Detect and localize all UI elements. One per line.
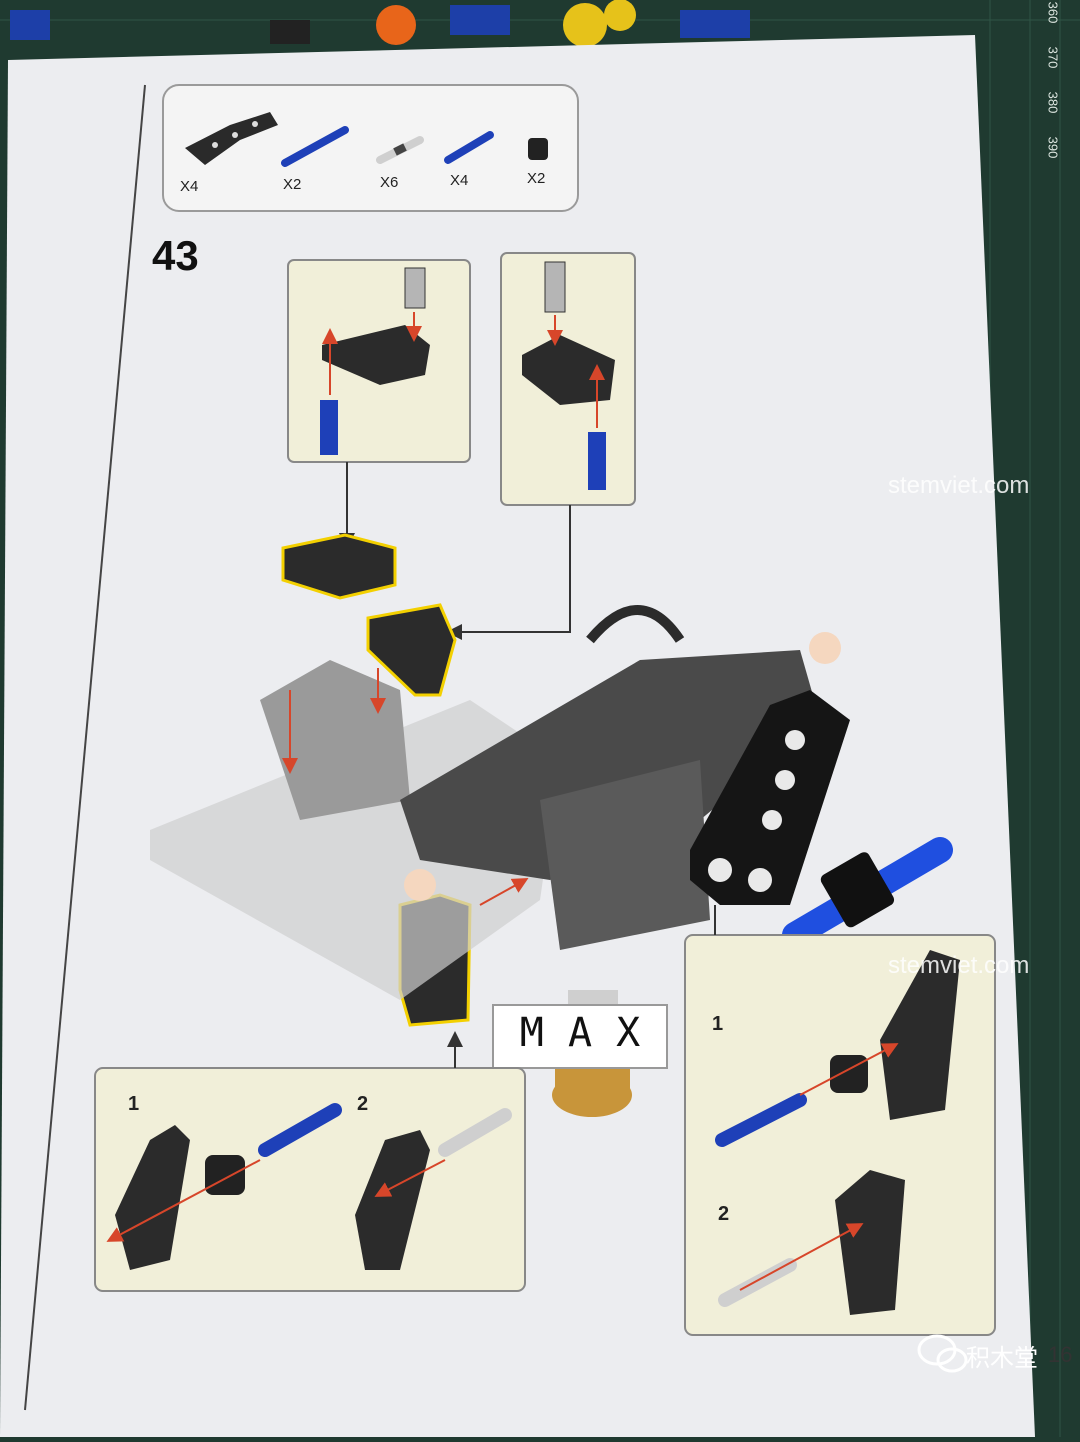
max-brick [492, 990, 668, 1117]
callout-bottom-right [684, 934, 996, 1336]
left-callout-step-1: 1 [128, 1093, 140, 1115]
bush-icon [528, 138, 548, 160]
connector-arrow-right [446, 505, 571, 640]
physical-blue-pin [782, 837, 953, 948]
gray-pin-icon [376, 136, 424, 164]
wechat-icon [917, 1334, 968, 1373]
parts-qty-1: X4 [180, 178, 199, 195]
right-callout-step-2: 2 [718, 1203, 730, 1225]
page-margin-line [24, 84, 146, 1411]
ruler-mark-390: 390 [1045, 136, 1061, 159]
l-beam-icon [185, 112, 278, 165]
ruler-mark-370: 370 [1045, 46, 1061, 69]
callout-bottom-left [94, 1067, 526, 1292]
right-callout-step-1: 1 [712, 1013, 724, 1035]
watermark-2: stemviet.com [888, 952, 1030, 979]
blue-pin-icon [444, 131, 494, 164]
parts-qty-5: X2 [527, 170, 546, 187]
parts-qty-2: X2 [283, 176, 302, 193]
step-number: 43 [152, 232, 199, 279]
watermark-1: stemviet.com [888, 472, 1030, 499]
left-callout-step-2: 2 [357, 1093, 369, 1115]
loose-bricks-top [10, 0, 750, 47]
wechat-label: 积木堂 [966, 1344, 1038, 1372]
physical-l-beam [690, 690, 850, 905]
parts-qty-4: X4 [450, 172, 469, 189]
callout-top-right [500, 252, 636, 506]
blue-axle-pin-icon [281, 126, 349, 167]
parts-qty-3: X6 [380, 174, 399, 191]
parts-list-box [162, 84, 579, 212]
callout-top-left [287, 259, 471, 463]
max-brick-label: M A X [519, 1010, 641, 1056]
main-assembly [150, 605, 841, 1000]
ruler-mark-380: 380 [1045, 91, 1061, 114]
page-number: 16 [1048, 1342, 1073, 1367]
ruler-mark-360: 360 [1045, 1, 1061, 24]
